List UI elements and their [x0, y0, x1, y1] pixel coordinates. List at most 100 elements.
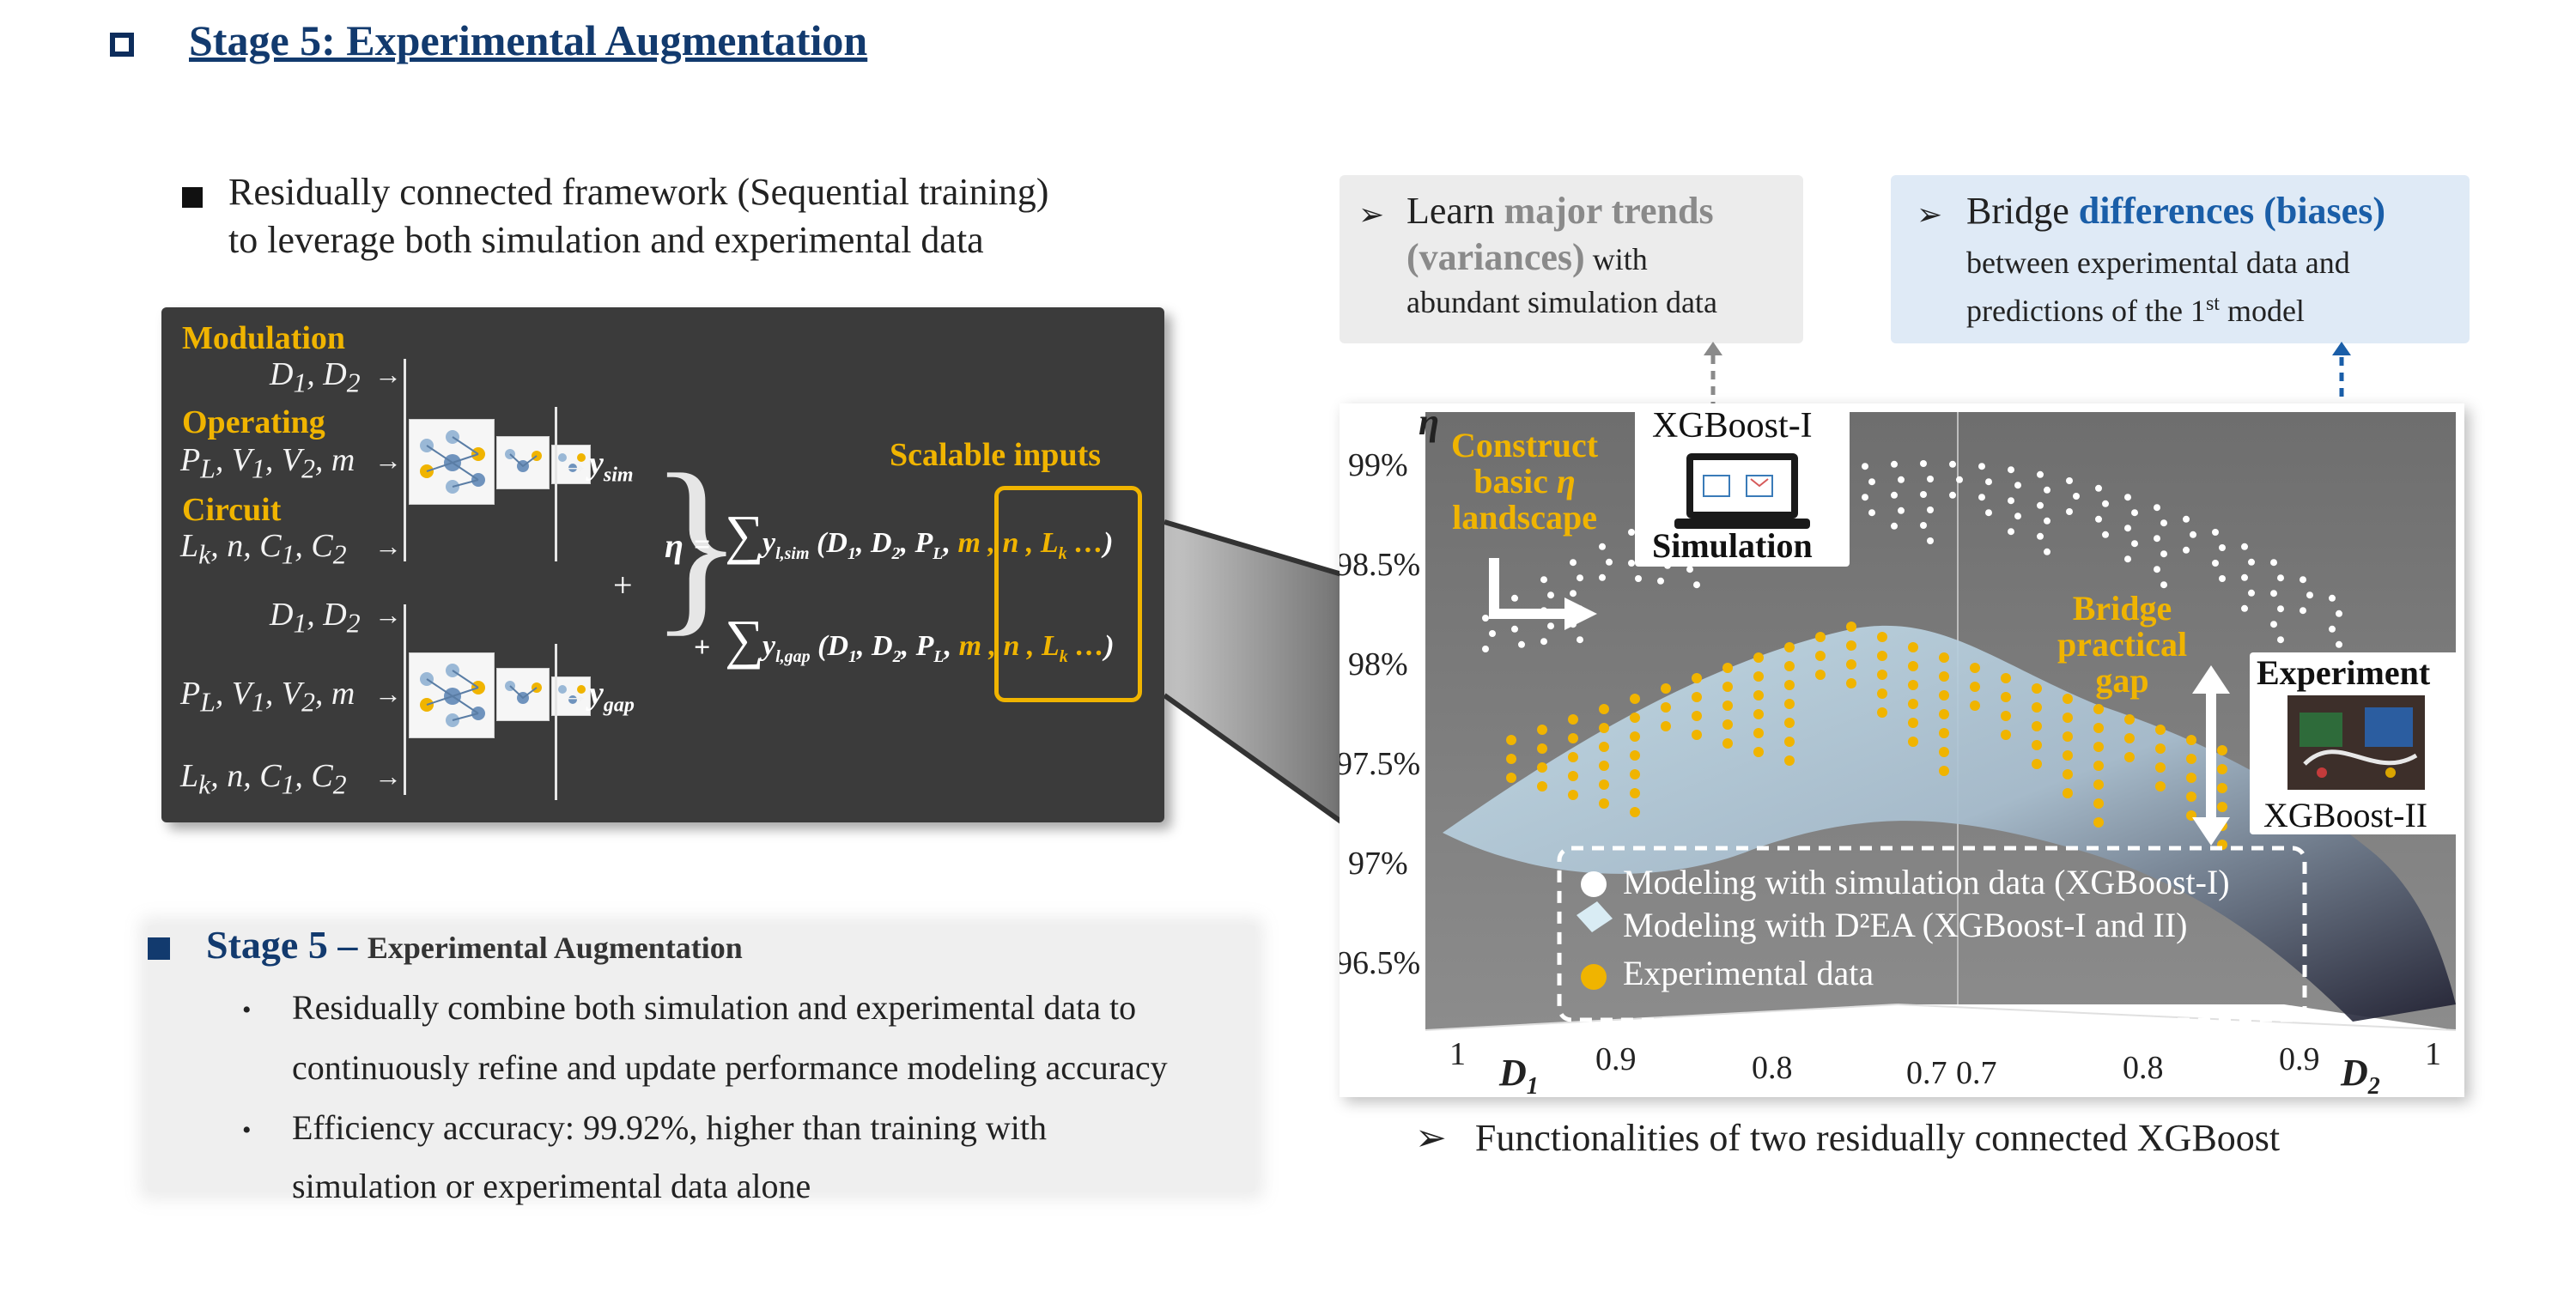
simulation-point — [1518, 640, 1525, 648]
experimental-point — [1846, 640, 1856, 651]
experimental-points — [1506, 622, 2227, 850]
x-tick-d1: 0.8 — [1752, 1050, 1793, 1086]
intro-line-2: to leverage both simulation and experime… — [228, 219, 984, 261]
y-tick: 96.5% — [1340, 945, 1421, 981]
experimental-point — [2093, 798, 2104, 809]
experimental-point — [1815, 632, 1826, 642]
experimental-point — [1877, 651, 1887, 661]
simulation-point — [2300, 607, 2306, 615]
construct-line-1: Construct — [1451, 426, 1599, 464]
experimental-point — [1939, 709, 1949, 719]
experimental-point — [1908, 661, 1918, 671]
experimental-point — [1939, 747, 1949, 757]
simulation-point — [2183, 546, 2190, 554]
sum-icon: ∑ — [725, 504, 764, 565]
experimental-point — [2124, 714, 2135, 725]
simulation-point — [2124, 555, 2131, 563]
experimental-point — [2032, 683, 2042, 694]
simulation-point — [1599, 543, 1606, 550]
plus-sign-eq: + — [694, 632, 711, 664]
simulation-point — [2008, 497, 2014, 505]
callout-left-line-3: abundant simulation data — [1406, 285, 1717, 319]
simulation-point — [2154, 535, 2160, 543]
simulation-point — [1891, 491, 1898, 499]
experimental-point — [1599, 742, 1609, 752]
simulation-point — [1949, 460, 1956, 468]
plot-canvas — [1425, 412, 2457, 1031]
simulation-point — [2044, 517, 2050, 525]
simulation-point — [1927, 506, 1934, 513]
summary-bullet-1-line-2: continuously refine and update performan… — [292, 1048, 1168, 1087]
simulation-point — [2329, 625, 2336, 633]
experimental-point — [1630, 769, 1640, 779]
legend-experimental: Experimental data — [1623, 954, 1874, 992]
callout-right-line-2: between experimental data and — [1966, 246, 2350, 280]
xgboost-1-badge: XGBoost-I Simulation — [1635, 403, 1850, 567]
simulation-point — [2190, 531, 2196, 538]
experimental-point — [1815, 670, 1826, 680]
experimental-point — [1908, 642, 1918, 652]
simulation-point — [2124, 525, 2131, 532]
simulation-point — [2336, 640, 2342, 648]
operating-vars-bottom: PL, V1, V2, m — [180, 676, 355, 718]
experimental-point — [2032, 759, 2042, 769]
experimental-point — [1939, 652, 1949, 663]
framework-panel: Modulation D1, D2 → Operating PL, V1, V2… — [161, 307, 1164, 822]
simulation-point — [2241, 604, 2248, 612]
summary-subtitle: Experimental Augmentation — [367, 931, 743, 965]
callout-right-pre: predictions of the 1 — [1966, 294, 2206, 328]
experimental-point — [1815, 651, 1826, 661]
experimental-point — [1661, 683, 1671, 694]
construct-arrow-icon — [1489, 558, 1571, 619]
experimental-point — [2217, 764, 2227, 774]
x-tick-d1: 1 — [1449, 1036, 1466, 1072]
operating-vars-top: PL, V1, V2, m — [180, 442, 355, 484]
x-tick-d2: 1 — [2425, 1036, 2441, 1072]
dashed-arrow-up-gray — [1704, 342, 1722, 426]
bullet-dot-icon: • — [242, 1116, 252, 1144]
experimental-point — [1939, 690, 1949, 701]
simulation-point — [1577, 636, 1583, 644]
x-tick-d2: 0.8 — [2123, 1050, 2164, 1086]
simulation-point — [1920, 491, 1927, 498]
experimental-point — [1877, 632, 1887, 642]
simulation-point — [1978, 463, 1985, 470]
simulation-point — [2095, 484, 2102, 492]
experimental-point — [1908, 680, 1918, 690]
experimental-point — [1753, 747, 1764, 757]
simulation-point — [1868, 509, 1875, 517]
simulation-point — [2037, 532, 2044, 540]
experimental-point — [2063, 769, 2073, 779]
x-tick-d1: 0.9 — [1595, 1041, 1637, 1077]
simulation-point — [2219, 544, 2226, 551]
plot-eta-label: η — [1419, 403, 1440, 443]
equation-sim: yl,sim (D1, D2, PL, m , n , Lk …) — [762, 527, 1114, 563]
experimental-point — [1846, 622, 1856, 632]
experimental-point — [2155, 781, 2166, 792]
legend-surface-marker — [1577, 901, 1613, 932]
experimental-point — [1599, 723, 1609, 733]
simulation-point — [1920, 460, 1927, 467]
experimental-point — [1908, 737, 1918, 747]
nn-block-icon — [551, 445, 591, 484]
experimental-point — [2093, 704, 2104, 714]
experimental-point — [1537, 762, 1547, 773]
experimental-point — [2124, 733, 2135, 743]
experimental-point — [2186, 735, 2196, 745]
experimental-point — [1630, 788, 1640, 798]
modulation-label: Modulation — [182, 320, 346, 356]
simulation-point — [2212, 560, 2219, 567]
simulation-label: Simulation — [1652, 526, 1813, 565]
simulation-point — [2102, 531, 2109, 538]
plus-sign: + — [613, 566, 633, 604]
simulation-point — [1862, 494, 1868, 501]
simulation-point — [2008, 528, 2014, 536]
callout-left-line-2: (variances) with — [1406, 237, 1648, 280]
xgboost-1-label: XGBoost-I — [1652, 406, 1813, 446]
experimental-point — [1692, 730, 1702, 740]
nn-block-icon — [409, 652, 495, 738]
callout-arrow-icon: ➢ — [1358, 197, 1385, 232]
experiment-badge: Experiment XGBoost-II — [2250, 652, 2463, 834]
construct-line-2: basic η — [1473, 462, 1576, 500]
equals-sign: = — [694, 529, 711, 561]
